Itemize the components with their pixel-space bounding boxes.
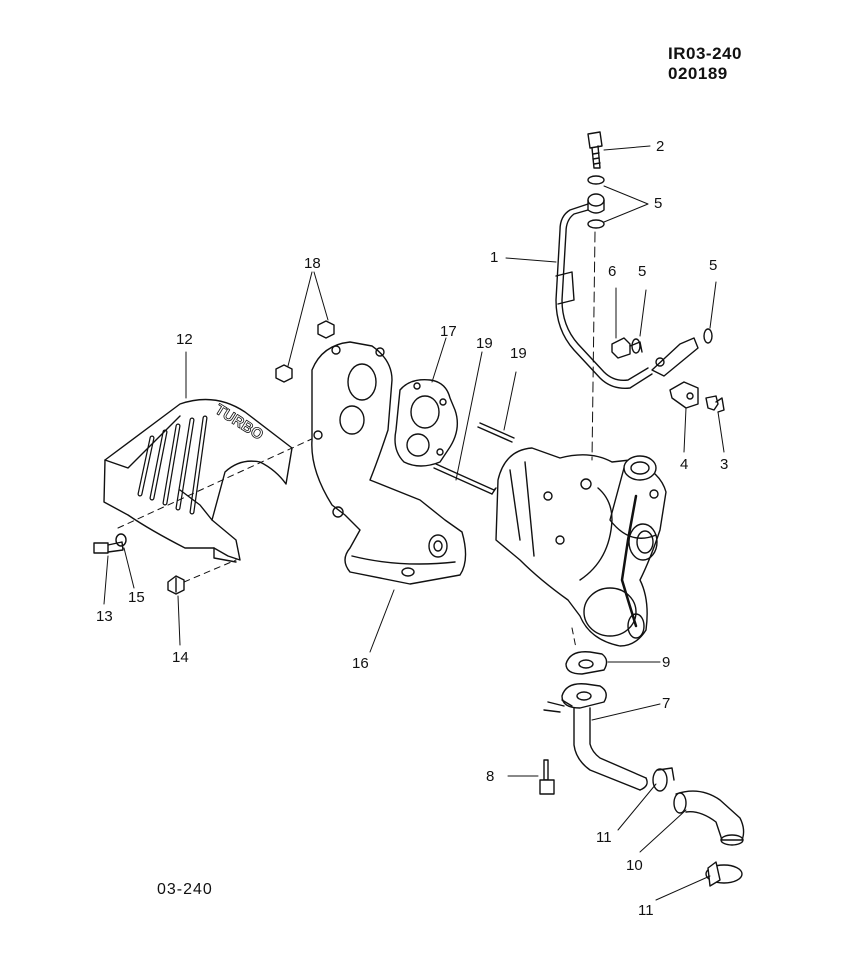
callout-7: 7 <box>662 695 670 712</box>
callout-17: 17 <box>440 323 457 340</box>
callout-1: 1 <box>490 249 498 266</box>
callout-2: 2 <box>656 138 664 155</box>
callout-10: 10 <box>626 857 643 874</box>
nut-14 <box>167 575 185 595</box>
callout-11a: 11 <box>596 829 612 846</box>
callout-14: 14 <box>172 649 189 666</box>
callout-9: 9 <box>662 654 670 671</box>
flange-return <box>561 683 607 709</box>
washer-5-b <box>587 219 605 229</box>
oil-feed-pipe <box>555 203 699 389</box>
callout-18: 18 <box>304 255 321 272</box>
bolt-2 <box>587 131 603 169</box>
callout-3: 3 <box>720 456 728 473</box>
bolt-8 <box>539 759 555 795</box>
hose-clamp-11-b <box>705 861 743 887</box>
bolt-13 <box>93 541 124 554</box>
washer-15 <box>115 533 127 547</box>
callout-11b: 11 <box>638 902 654 919</box>
footer-code: 03-240 <box>157 881 213 898</box>
drawing-date: 020189 <box>668 64 728 83</box>
gasket-17 <box>394 379 458 467</box>
nut-18-upper <box>317 320 335 339</box>
leader-lines <box>103 145 725 901</box>
callout-19b: 19 <box>510 345 527 362</box>
stud-19-short <box>477 422 515 443</box>
callout-19a: 19 <box>476 335 493 352</box>
gasket-9 <box>565 651 608 675</box>
callout-12: 12 <box>176 331 193 348</box>
bolt-3 <box>705 395 725 413</box>
bracket-4 <box>669 381 699 409</box>
exhaust-elbow <box>311 341 467 585</box>
callout-16: 16 <box>352 655 369 672</box>
callout-15: 15 <box>128 589 145 606</box>
washer-5-d <box>703 328 713 344</box>
callout-13: 13 <box>96 608 113 625</box>
heat-shield: TURBO <box>103 398 341 563</box>
hose-clamp-11-a <box>652 767 675 792</box>
banjo-fitting <box>587 193 605 214</box>
oil-return-pipe <box>543 699 648 791</box>
callout-8: 8 <box>486 768 494 785</box>
callout-6: 6 <box>608 263 616 280</box>
washer-5-a <box>587 175 605 185</box>
callout-5b: 5 <box>638 263 646 280</box>
drawing-id: IR03-240 <box>668 44 742 63</box>
washer-5-c <box>631 338 641 354</box>
callout-5c: 5 <box>709 257 717 274</box>
callout-4: 4 <box>680 456 688 473</box>
turbocharger <box>495 447 667 647</box>
callout-5a: 5 <box>654 195 662 212</box>
union-bolt-6 <box>611 337 643 359</box>
callout-labels: 1 2 3 4 5 5 5 5 6 7 8 9 10 11 11 12 13 1… <box>96 138 728 919</box>
nut-18-lower <box>275 364 293 383</box>
hose-10 <box>673 790 745 846</box>
stud-19-long <box>433 463 497 495</box>
